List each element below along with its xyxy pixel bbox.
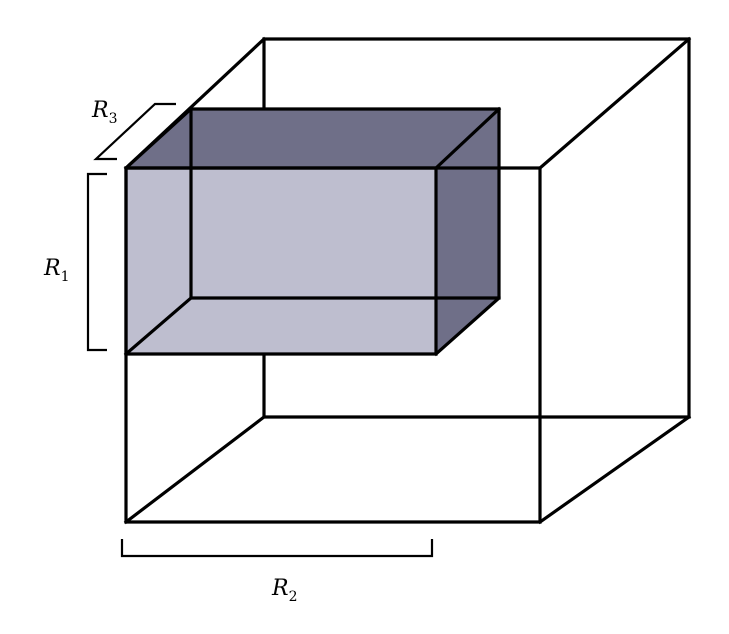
inner-box-bottom-left-depth-edge [123, 295, 194, 357]
r1-bracket [86, 172, 107, 352]
inner-box-top-right-depth-edge [433, 106, 502, 171]
inner-box-top-face [126, 109, 499, 168]
inner-box-front-face [126, 168, 436, 354]
r3-bracket [93, 102, 176, 161]
r2-bracket [120, 539, 434, 558]
inner-box-right-face [436, 109, 499, 354]
r1-label: R1 [43, 256, 70, 285]
r3-label: R3 [91, 98, 118, 127]
r2-label: R2 [271, 576, 298, 605]
outer-cube-depth-edge-bottom-left [123, 414, 267, 525]
outer-cube-depth-edge-top-right [537, 36, 692, 171]
outer-cube-depth-edge-bottom-right [537, 414, 692, 525]
